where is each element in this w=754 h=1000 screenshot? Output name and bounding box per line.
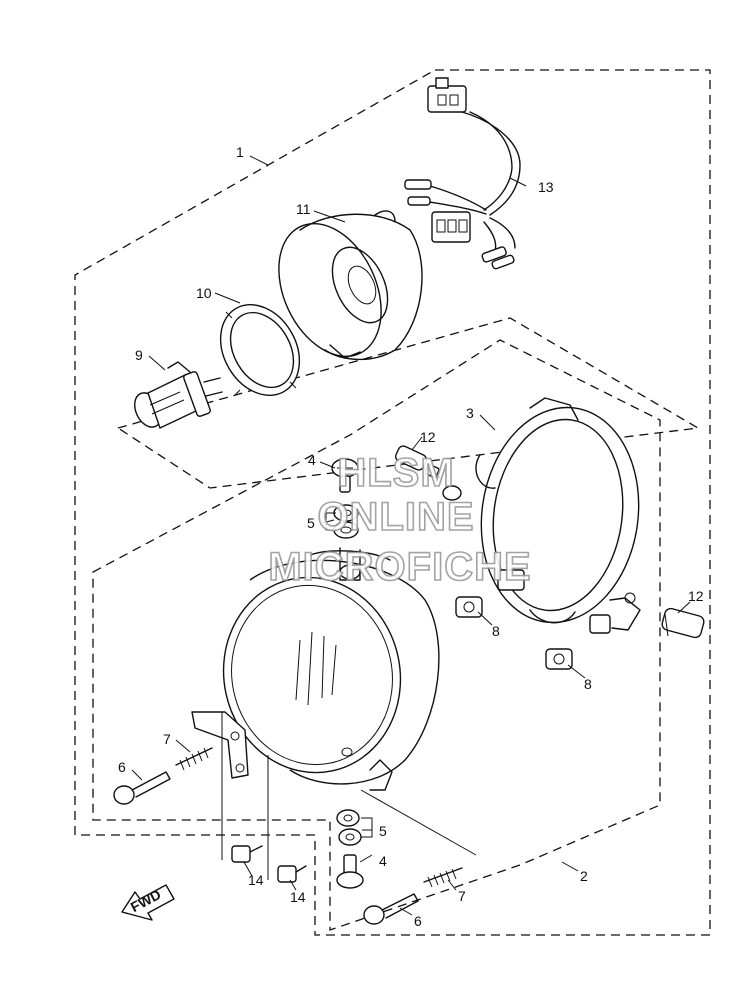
callout-4-upper: 4	[308, 452, 316, 468]
callout-12-right: 12	[688, 588, 704, 604]
callout-7-left: 7	[163, 731, 171, 747]
watermark-line-1: HLSM	[337, 451, 454, 495]
position-bulb-12-upper	[394, 445, 441, 479]
callout-8-upper: 8	[492, 623, 500, 639]
socket-housing-11	[278, 210, 423, 361]
bolt-14-left	[231, 845, 263, 863]
callout-13: 13	[538, 179, 554, 195]
wiring-harness-13	[404, 77, 521, 270]
bolt-14-right	[277, 865, 307, 883]
callout-1: 1	[236, 144, 244, 160]
group-2-boundary	[92, 339, 661, 931]
callout-labels: 1 13 11 10 9 3 12 4 5 12 8 8 7 6 5 4 2 1…	[118, 144, 704, 929]
callout-6-left: 6	[118, 759, 126, 775]
mount-bracket	[191, 711, 249, 779]
washer-5-lower	[336, 809, 362, 846]
callout-7-right: 7	[458, 888, 466, 904]
bracket-5-upper	[325, 512, 336, 531]
headlight-unit	[222, 547, 440, 791]
group-1-boundary	[74, 69, 711, 936]
position-bulb-12-right	[661, 607, 705, 639]
bracket-5-lower	[361, 817, 373, 838]
group-lamp-boundary	[116, 317, 700, 489]
nut-8-upper	[455, 596, 483, 618]
screw-4-lower	[336, 854, 364, 889]
callout-10: 10	[196, 285, 212, 301]
screw-4-upper	[331, 458, 359, 493]
callout-6-right: 6	[414, 913, 422, 929]
rim-ring-3	[442, 397, 641, 634]
bulb-9	[134, 361, 223, 429]
screw-6-left	[113, 771, 171, 805]
spring-7-left	[175, 747, 213, 771]
callout-2: 2	[580, 868, 588, 884]
watermark: HLSM ONLINE MICROFICHE	[268, 450, 532, 590]
callout-4-lower: 4	[379, 853, 387, 869]
fwd-arrow-icon: FWD	[121, 884, 175, 921]
washer-5-upper	[333, 504, 359, 539]
watermark-line-2: ONLINE	[317, 495, 474, 539]
watermark-line-3: MICROFICHE	[268, 545, 531, 589]
callout-5-lower: 5	[379, 823, 387, 839]
retaining-ring-10	[219, 304, 301, 397]
leader-bracket	[221, 712, 269, 880]
leader-lines	[131, 155, 691, 916]
callout-12-upper: 12	[420, 429, 436, 445]
callout-11: 11	[296, 201, 311, 217]
callout-5-upper: 5	[307, 515, 315, 531]
nut-8-lower	[545, 648, 573, 670]
callout-14-left: 14	[248, 872, 264, 888]
callout-8-lower: 8	[584, 676, 592, 692]
callout-3: 3	[466, 405, 474, 421]
callout-9: 9	[135, 347, 143, 363]
spring-7-right	[423, 867, 463, 888]
callout-14-right: 14	[290, 889, 306, 905]
